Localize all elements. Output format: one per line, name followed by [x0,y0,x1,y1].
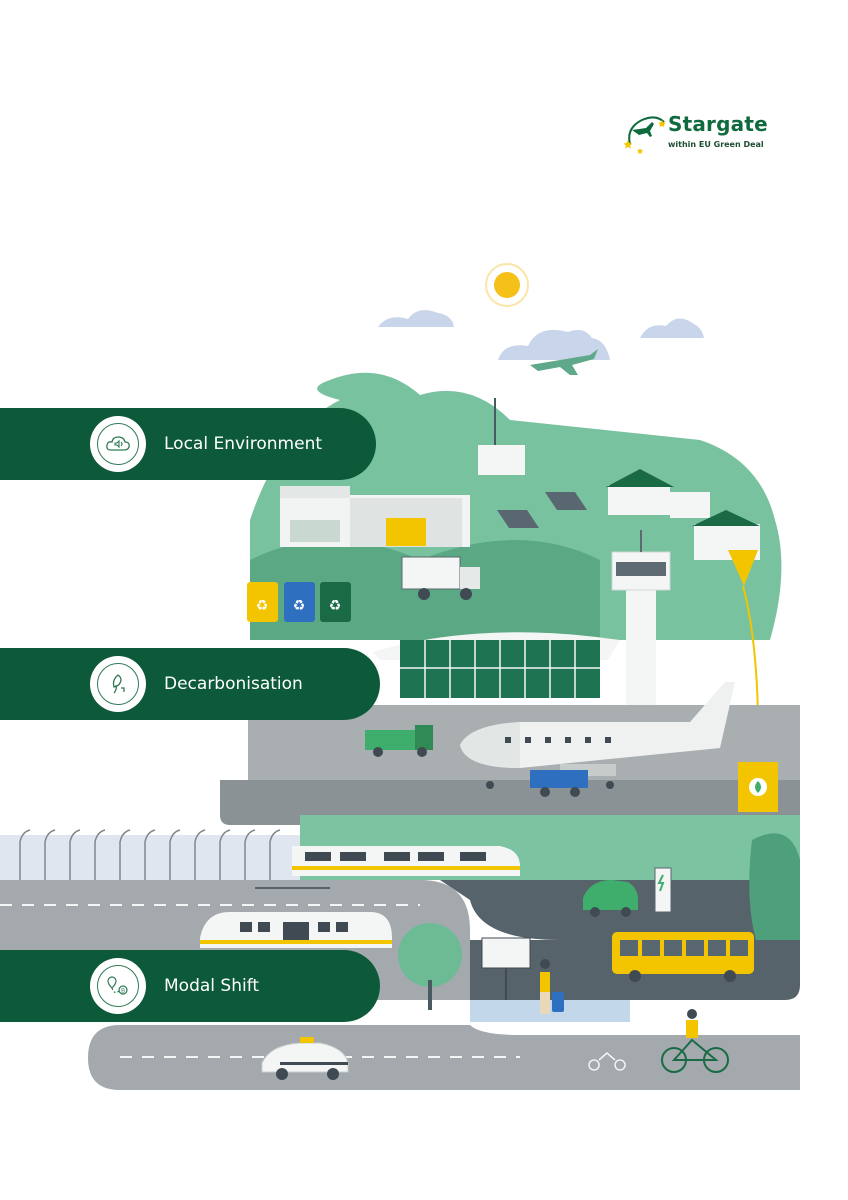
recycling-bins: ♻ ♻ ♻ [247,582,351,622]
svg-text:♻: ♻ [329,598,342,614]
section-label: Modal Shift [164,976,260,996]
logo-subtitle: within EU Green Deal [668,140,764,149]
lamp-post [478,398,525,475]
section-icon-wrapper: B [90,958,146,1014]
section-icon-wrapper [90,656,146,712]
airplane-stars-icon [623,116,666,154]
apron-lower [220,780,800,825]
leaf-plug-icon [112,674,125,694]
section-modal-shift: B Modal Shift [0,950,380,1022]
bottom-road [88,1025,800,1090]
stargate-logo: Stargate within EU Green Deal [622,110,802,170]
section-decarbonisation: Decarbonisation [0,648,380,720]
bus [612,932,754,982]
section-icon-wrapper [90,416,146,472]
cloud-sound-icon [106,436,130,451]
traveller [540,959,564,1014]
svg-text:♻: ♻ [293,598,306,614]
section-label: Decarbonisation [164,674,303,694]
delivery-truck [401,556,480,600]
trees [398,833,800,1010]
electric-car [583,880,638,917]
section-local-environment: Local Environment [0,408,376,480]
clouds [378,310,704,360]
cyclist [661,1009,729,1073]
fuel-truck [365,725,433,757]
warehouse [280,486,470,547]
terminal-building [373,632,620,698]
logo-title: Stargate [668,112,768,136]
section-label: Local Environment [164,434,323,454]
control-tower [611,530,671,710]
high-speed-train [292,846,520,876]
charging-station [654,867,672,913]
svg-text:B: B [121,988,125,995]
route-pins-icon: B [107,976,128,995]
solar-panels [497,492,587,528]
taxi [261,1037,349,1080]
bike-lane-icon [588,1052,626,1071]
hydrogen-truck [530,770,588,797]
fuel-flower [728,550,758,586]
svg-text:♻: ♻ [256,598,269,614]
sky-airplane [530,349,598,375]
biofuel-tank [738,762,778,812]
tram [200,887,392,948]
sun [485,263,529,307]
rail-canopy [0,829,300,880]
